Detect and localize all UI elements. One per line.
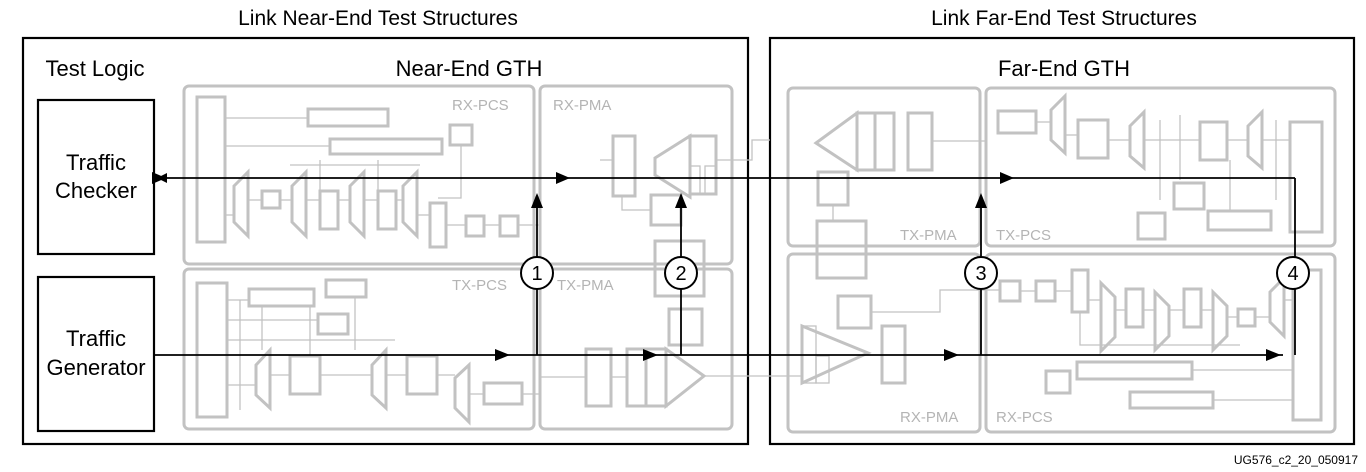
return-arrow-far (1000, 172, 1014, 184)
near-rx-pcs-label: RX-PCS (452, 97, 509, 114)
far-tx-pcs-label: TX-PCS (996, 227, 1051, 244)
tx-arrow-3 (944, 349, 959, 361)
far-end-frame (768, 36, 1356, 446)
far-tx-pma-label: TX-PMA (900, 227, 957, 244)
loopback-1-number: 1 (531, 263, 542, 285)
traffic-checker-box (36, 98, 156, 256)
near-end-gth-title: Near-End GTH (396, 56, 543, 81)
traffic-generator-label-2: Generator (46, 355, 145, 380)
far-rx-pcs-label: RX-PCS (996, 409, 1053, 426)
near-rx-pma-label: RX-PMA (553, 97, 611, 114)
loopback-marker-3: 3 (964, 256, 998, 290)
far-end-heading: Link Far-End Test Structures (931, 7, 1197, 30)
tx-arrow-2 (643, 349, 658, 361)
tx-arrow-4 (1266, 349, 1281, 361)
far-tx-pcs-block (984, 86, 1337, 248)
near-end-frame (21, 36, 750, 446)
return-arrow-near (556, 172, 570, 184)
loopback-3-arrow (975, 193, 987, 208)
loopback-2-number: 2 (675, 263, 686, 285)
figure-id: UG576_c2_20_050917 (1234, 453, 1358, 467)
loopback-marker-4: 4 (1276, 256, 1310, 290)
near-rx-pma-block (538, 84, 734, 266)
near-end-heading: Link Near-End Test Structures (238, 7, 518, 30)
traffic-generator-label-1: Traffic (66, 326, 126, 351)
far-rx-pma-block (786, 252, 982, 434)
near-tx-pma-label: TX-PMA (557, 277, 614, 294)
traffic-generator-box (36, 275, 156, 433)
traffic-checker-label-1: Traffic (66, 150, 126, 175)
far-tx-pma-block (786, 86, 982, 248)
test-logic-title: Test Logic (45, 56, 144, 81)
near-tx-pcs-block (182, 267, 536, 431)
far-rx-pcs-block (984, 252, 1337, 434)
checker-arrow-head (152, 172, 166, 184)
loopback-4-number: 4 (1287, 263, 1298, 285)
far-rx-pma-label: RX-PMA (900, 409, 958, 426)
far-end-gth-title: Far-End GTH (998, 56, 1130, 81)
far-end-gth-internals: TX-PMA TX-PCS RX-PMA RX-PCS (760, 86, 1337, 434)
loopback-marker-1: 1 (520, 256, 554, 290)
tx-arrow-1 (495, 349, 510, 361)
traffic-checker-label-2: Checker (55, 178, 137, 203)
loopback-2-arrow (675, 193, 687, 208)
near-tx-pcs-label: TX-PCS (452, 277, 507, 294)
near-tx-pma-block (538, 267, 734, 431)
loopback-1-arrow (531, 193, 543, 208)
loopback-marker-2: 2 (664, 256, 698, 290)
near-rx-pcs-block (182, 84, 536, 266)
near-end-gth-internals: RX-PCS RX-PMA TX-PCS TX-PMA (182, 84, 770, 431)
loopback-3-number: 3 (975, 263, 986, 285)
